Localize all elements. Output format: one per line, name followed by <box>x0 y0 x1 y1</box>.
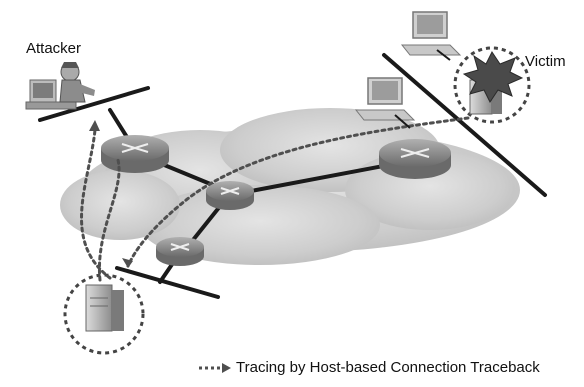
legend: Tracing by Host-based Connection Traceba… <box>198 359 540 376</box>
router-icon <box>379 139 451 179</box>
router-icon <box>101 135 169 173</box>
hacker-icon <box>25 62 95 110</box>
victim-server <box>453 46 531 124</box>
router-icon <box>156 237 204 266</box>
computer-icon <box>354 77 416 121</box>
trace-paths <box>80 116 470 282</box>
victim-label: Victim <box>525 53 566 70</box>
host-links <box>394 49 451 129</box>
computer-icon <box>400 11 462 56</box>
dotted-arrow-icon <box>199 362 231 373</box>
attacker-label: Attacker <box>26 40 82 57</box>
stepping-stone-server <box>63 273 145 355</box>
cloud-icon <box>60 108 520 265</box>
trace-arrowheads <box>89 120 133 268</box>
explosion-icon <box>462 51 524 103</box>
legend-text: Tracing by Host-based Connection Traceba… <box>236 359 540 376</box>
router-icon <box>206 181 254 210</box>
